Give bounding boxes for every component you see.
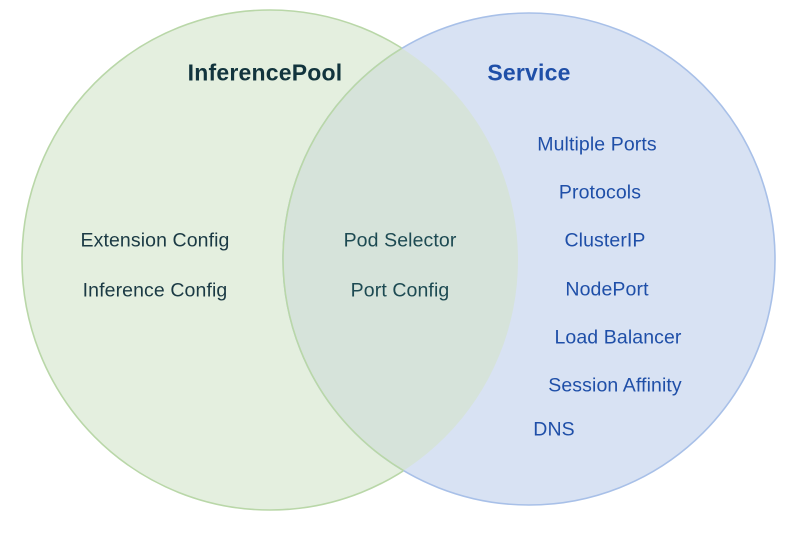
right-circle-item-nodeport: NodePort <box>565 278 649 301</box>
intersection-item-pod-selector: Pod Selector <box>343 229 457 252</box>
right-circle-item-dns: DNS <box>533 418 575 441</box>
left-circle-title: InferencePool <box>187 59 343 86</box>
left-circle-item-extension-config: Extension Config <box>80 229 230 252</box>
right-circle-title: Service <box>487 59 571 86</box>
right-circle-item-protocols: Protocols <box>558 181 642 204</box>
right-circle-item-multiple-ports: Multiple Ports <box>537 133 657 156</box>
intersection-shape <box>282 12 518 506</box>
right-circle-item-clusterip: ClusterIP <box>564 229 646 252</box>
right-circle-item-session-affinity: Session Affinity <box>548 374 682 397</box>
right-circle-item-load-balancer: Load Balancer <box>554 326 682 349</box>
intersection-item-port-config: Port Config <box>350 279 450 302</box>
left-circle-item-inference-config: Inference Config <box>82 279 228 302</box>
